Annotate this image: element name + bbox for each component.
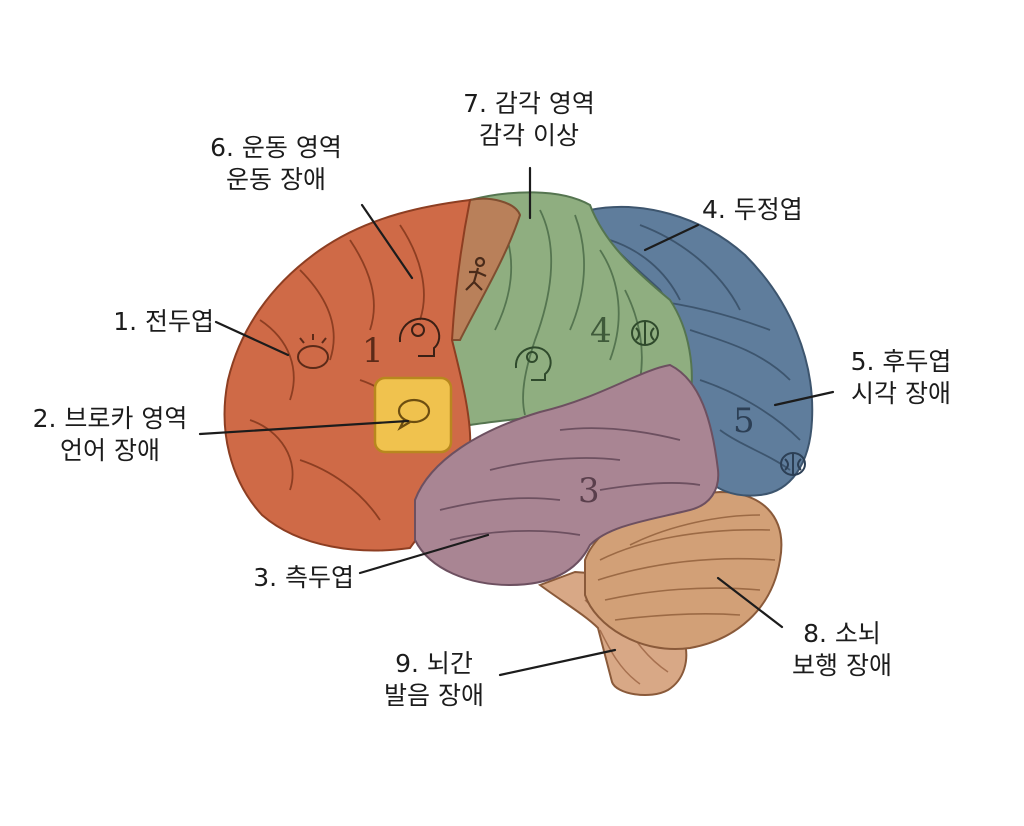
label-brainstem: 9. 뇌간 발음 장애 bbox=[364, 648, 504, 712]
region-number-parietal: 4 bbox=[590, 311, 612, 351]
label-broca-note: 언어 장애 bbox=[60, 436, 160, 465]
label-sensory: 7. 감각 영역 감각 이상 bbox=[446, 88, 612, 152]
label-brainstem-name: 9. 뇌간 bbox=[395, 649, 473, 678]
leader-brainstem bbox=[498, 648, 617, 677]
label-sensory-name: 7. 감각 영역 bbox=[463, 89, 595, 118]
label-motor-name: 6. 운동 영역 bbox=[210, 133, 342, 162]
region-number-temporal: 3 bbox=[578, 471, 600, 511]
label-broca: 2. 브로카 영역 언어 장애 bbox=[24, 403, 196, 467]
leader-occipital bbox=[773, 390, 835, 407]
label-occipital-name: 5. 후두엽 bbox=[850, 347, 952, 376]
speech-bubble-icon bbox=[397, 398, 431, 431]
leader-motor bbox=[360, 203, 414, 280]
frontal-region bbox=[223, 198, 472, 552]
label-frontal: 1. 전두엽 bbox=[100, 306, 214, 338]
label-occipital-note: 시각 장애 bbox=[851, 379, 951, 408]
running-person-icon bbox=[465, 256, 487, 291]
label-brainstem-note: 발음 장애 bbox=[384, 681, 484, 710]
label-parietal-name: 4. 두정엽 bbox=[702, 195, 803, 224]
label-temporal-name: 3. 측두엽 bbox=[253, 563, 354, 592]
brain-lightbulb-icon bbox=[297, 334, 329, 369]
leader-temporal bbox=[358, 533, 490, 575]
parietal-occipital-region bbox=[588, 206, 814, 497]
temporal-region bbox=[414, 363, 720, 587]
broca-badge bbox=[373, 376, 453, 454]
label-frontal-name: 1. 전두엽 bbox=[113, 307, 214, 336]
leader-frontal bbox=[214, 320, 290, 357]
label-motor-note: 운동 장애 bbox=[226, 165, 326, 194]
label-cerebellum-note: 보행 장애 bbox=[792, 651, 892, 680]
label-occipital: 5. 후두엽 시각 장애 bbox=[836, 346, 966, 410]
leader-broca bbox=[198, 419, 410, 436]
label-broca-name: 2. 브로카 영역 bbox=[32, 404, 188, 433]
label-motor: 6. 운동 영역 운동 장애 bbox=[196, 132, 356, 196]
brain-icon bbox=[631, 320, 659, 346]
head-gear-icon bbox=[398, 317, 441, 357]
region-number-occipital: 5 bbox=[733, 401, 755, 441]
label-temporal: 3. 측두엽 bbox=[232, 562, 354, 594]
label-cerebellum-name: 8. 소뇌 bbox=[803, 619, 881, 648]
region-number-frontal: 1 bbox=[362, 331, 384, 371]
leader-cerebellum bbox=[716, 576, 784, 629]
head-gear-icon bbox=[514, 346, 552, 381]
label-sensory-note: 감각 이상 bbox=[479, 121, 579, 150]
label-parietal: 4. 두정엽 bbox=[702, 194, 822, 226]
label-cerebellum: 8. 소뇌 보행 장애 bbox=[772, 618, 912, 682]
leader-parietal bbox=[643, 223, 700, 252]
brain-icon bbox=[780, 452, 806, 476]
